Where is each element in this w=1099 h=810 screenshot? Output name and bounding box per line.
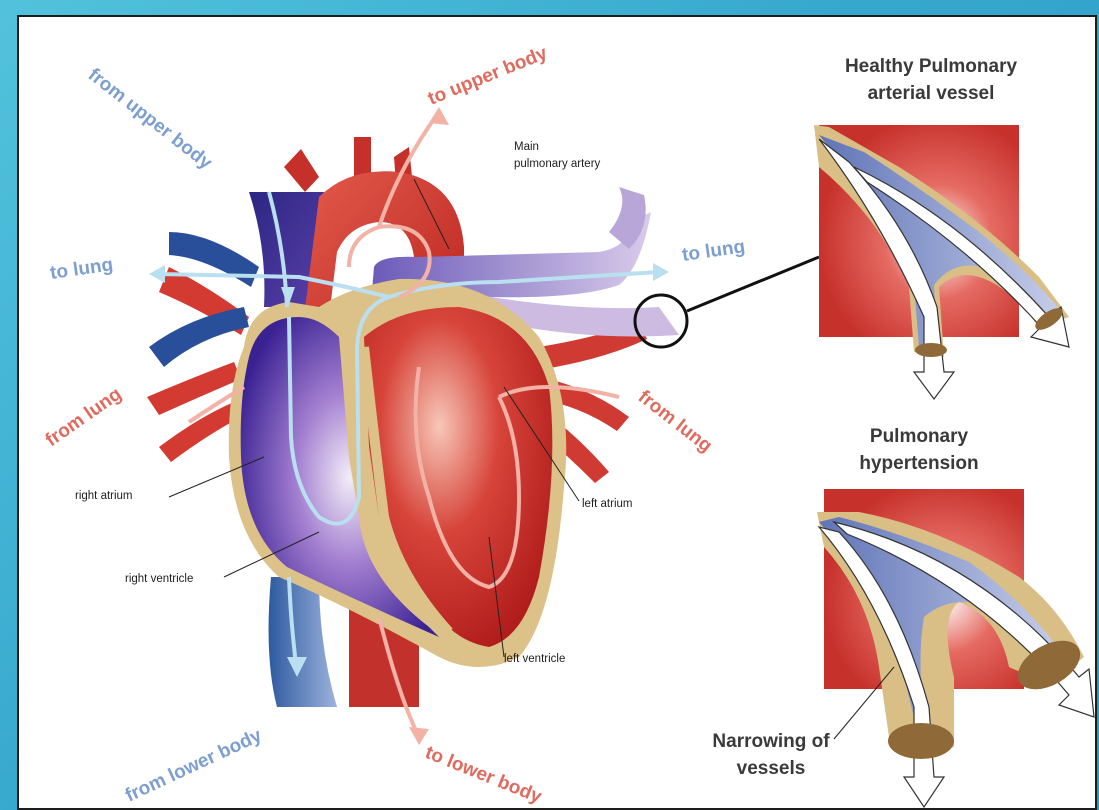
- hypertension-vessel-end-left: [888, 723, 954, 759]
- narrowing-label-line1: Narrowing of: [712, 731, 830, 752]
- healthy-heading-line2: arterial vessel: [868, 83, 995, 104]
- right-ventricle-label: right ventricle: [125, 573, 193, 585]
- to-lower-body-label: to lower body: [422, 742, 545, 808]
- healthy-heading-line1: Healthy Pulmonary: [845, 56, 1018, 77]
- hypertension-heading-line1: Pulmonary: [870, 426, 969, 447]
- hypertension-heading-line2: hypertension: [859, 453, 978, 474]
- to-upper-body-label: to upper body: [425, 43, 551, 110]
- from-lower-body-label: from lower body: [122, 725, 265, 807]
- main-pulmonary-artery-label-1: Main: [514, 141, 539, 153]
- left-ventricle-label: left ventricle: [504, 653, 565, 665]
- diagram-frame: from upper body to upper body to lung to…: [17, 15, 1097, 810]
- to-lung-left-label: to lung: [49, 254, 115, 284]
- healthy-vessel-end-left: [915, 343, 947, 357]
- from-lung-right-label: from lung: [634, 386, 716, 456]
- from-lung-left-label: from lung: [42, 384, 126, 451]
- from-upper-body-label: from upper body: [84, 64, 216, 174]
- healthy-vessel-panel: [814, 125, 1069, 399]
- heart-diagram: from upper body to upper body to lung to…: [19, 17, 1097, 810]
- to-lung-right-label: to lung: [681, 236, 747, 266]
- magnifier-line: [687, 257, 819, 311]
- right-atrium-label: right atrium: [75, 490, 133, 502]
- narrowing-label-line2: vessels: [737, 758, 806, 779]
- heart: [147, 107, 819, 745]
- hypertension-panel: [817, 489, 1094, 807]
- main-pulmonary-artery-label-2: pulmonary artery: [514, 158, 601, 170]
- left-atrium-label: left atrium: [582, 498, 633, 510]
